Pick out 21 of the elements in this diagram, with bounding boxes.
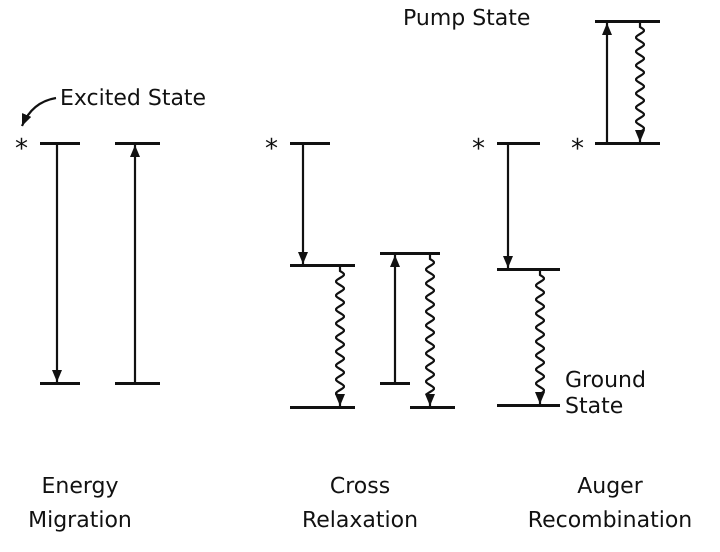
group-caption: Energy Migration (27, 473, 133, 535)
asterisk-mark: * (15, 136, 28, 162)
state-label: Ground State (565, 368, 647, 420)
transition-arrow (52, 145, 62, 382)
state-label: Excited State (60, 86, 206, 112)
group-caption: Auger Recombination (526, 473, 694, 535)
transition-arrow (298, 145, 308, 264)
transition-arrow (130, 145, 140, 382)
transition-arrow (503, 145, 513, 268)
wavy-transition-arrow (535, 271, 545, 404)
leader-line (21, 96, 56, 126)
transition-arrow (602, 23, 612, 142)
wavy-transition-arrow (424, 255, 435, 406)
asterisk-mark: * (265, 136, 278, 162)
asterisk-mark: * (472, 136, 485, 162)
group-caption: Cross Relaxation (300, 473, 420, 535)
transition-arrow (390, 255, 400, 382)
state-label: Pump State (403, 6, 532, 32)
wavy-transition-arrow (635, 23, 645, 142)
asterisk-mark: * (571, 136, 584, 162)
wavy-transition-arrow (335, 267, 345, 406)
